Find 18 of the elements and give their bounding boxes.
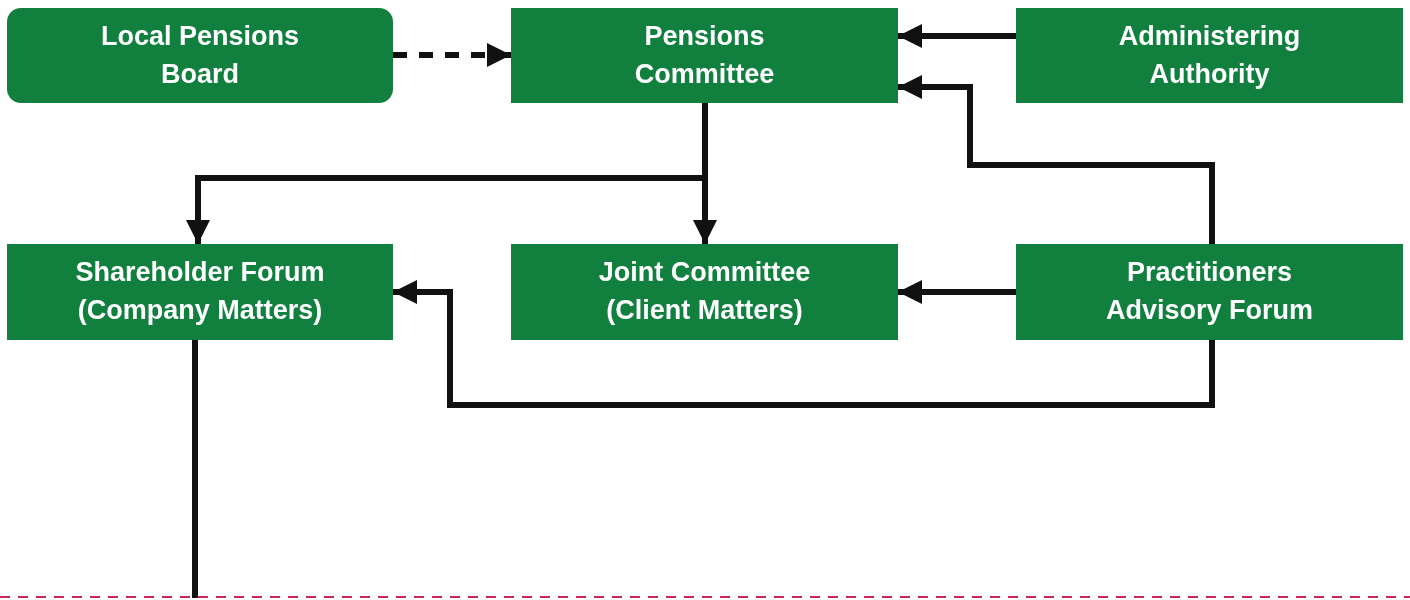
process-box <box>1016 244 1403 340</box>
rounded-box <box>7 8 393 103</box>
box-label: Local Pensions Board <box>99 19 301 91</box>
arrow <box>898 24 1016 48</box>
arrow <box>898 75 1215 244</box>
process-box <box>511 8 898 103</box>
box-label: Practitioners Advisory Forum <box>1104 256 1314 327</box>
process-box <box>7 244 393 340</box>
arrow <box>898 280 1016 304</box>
connector-line <box>192 340 198 598</box>
process-box <box>511 244 898 340</box>
box-label: Joint Committee (Client Matters) <box>597 256 812 327</box>
arrow <box>393 43 511 67</box>
box-label: Administering Authority <box>1117 19 1302 91</box>
process-box <box>1016 8 1403 103</box>
arrow <box>393 280 1215 408</box>
box-label: Shareholder Forum (Company Matters) <box>74 256 326 327</box>
box-label: Pensions Committee <box>633 19 776 91</box>
